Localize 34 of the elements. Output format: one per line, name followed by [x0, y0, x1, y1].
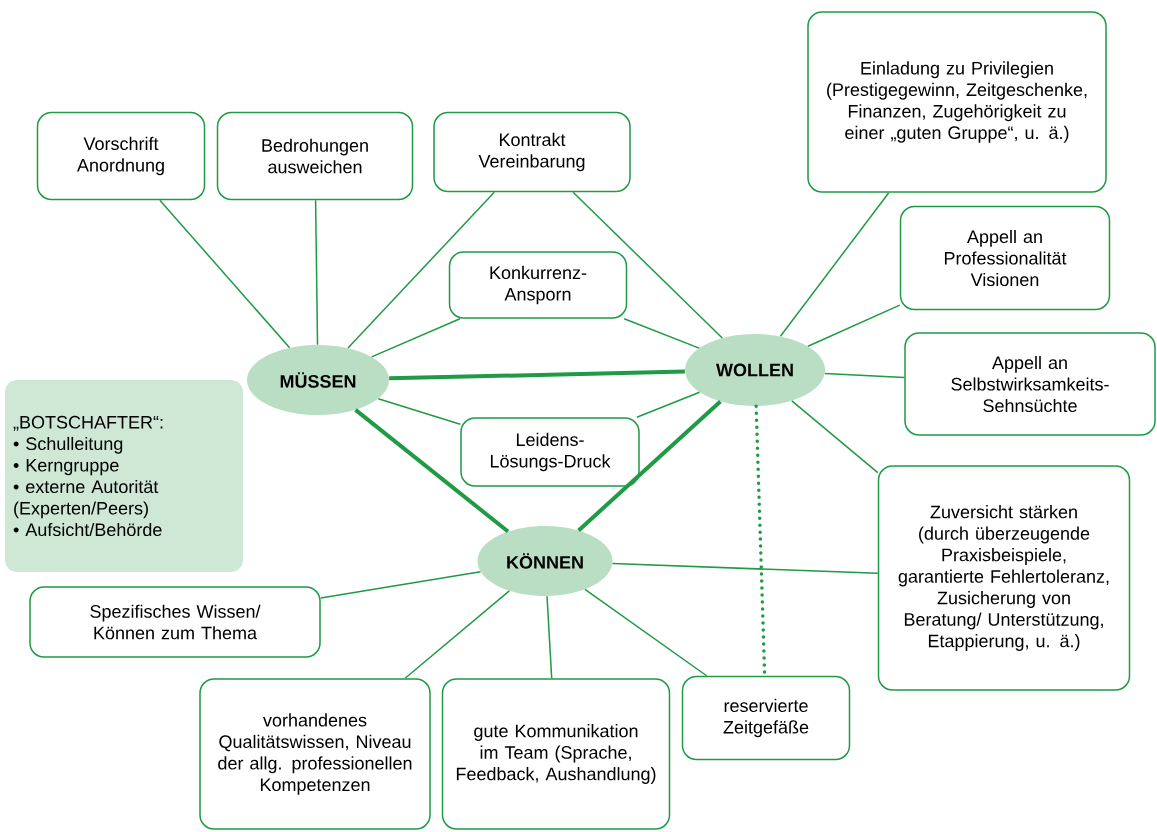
connector-line [807, 304, 901, 347]
connector-line [572, 191, 723, 339]
text-box: Vorschrift Anordnung [36, 111, 206, 201]
connector-line [347, 191, 496, 349]
connector-line [623, 318, 700, 349]
connector-line [370, 318, 461, 358]
text-box: Bedrohungen ausweichen [216, 111, 414, 201]
text-box: vorhandenes Qualitätswissen, Niveau der allg. professionellen Kompetenzen [199, 678, 431, 830]
connector-line [354, 408, 510, 534]
text-box: gute Kommunikation im Team (Sprache, Feedback, Aushandlung) [441, 678, 671, 830]
text-box: Leidens-Lösungs-Druck [460, 417, 640, 487]
connector-line [320, 570, 482, 599]
connector-line [159, 199, 291, 349]
text-box: Kontrakt Vereinbarung [433, 111, 631, 193]
connector-line [584, 588, 708, 677]
connector-line [636, 391, 701, 418]
text-box: Konkurrenz-Ansporn [448, 251, 628, 319]
text-box: Einladung zu Privilegien (Prestigegewinn, Zeitgeschenke, Finanzen, Zugehörigkeit zu einer „guten Gruppe“, u. ä.) [807, 11, 1107, 193]
text-box: reservierte Zeitgefäße [681, 675, 851, 761]
connector-line [314, 199, 319, 346]
connector-line [546, 595, 553, 679]
connector-line [389, 369, 685, 381]
text-box: Spezifisches Wissen/ Können zum Thema [29, 586, 321, 658]
connector-line [377, 398, 461, 425]
connector-line [577, 400, 722, 532]
text-box: Appell an Selbstwirksamkeits-Sehnsüchte [904, 332, 1156, 436]
text-box: Appell an Professionalität Visionen [899, 205, 1111, 311]
list-panel: „BOTSCHAFTER“: • Schulleitung • Kerngruppe • externe Autorität (Experten/Peers) • Aufsicht/Behörde [5, 380, 243, 572]
connector-line [791, 400, 879, 474]
connector-line [779, 192, 890, 337]
connector-line [404, 590, 511, 679]
text-box: Zuversicht stärken (durch überzeugende Praxisbeispiele, garantierte Fehlertoleranz, Zusicherung von Beratung/ Unterstützung, Etappierung, u. ä.) [877, 465, 1131, 691]
connector-line [824, 372, 905, 379]
connector-line [611, 562, 879, 575]
